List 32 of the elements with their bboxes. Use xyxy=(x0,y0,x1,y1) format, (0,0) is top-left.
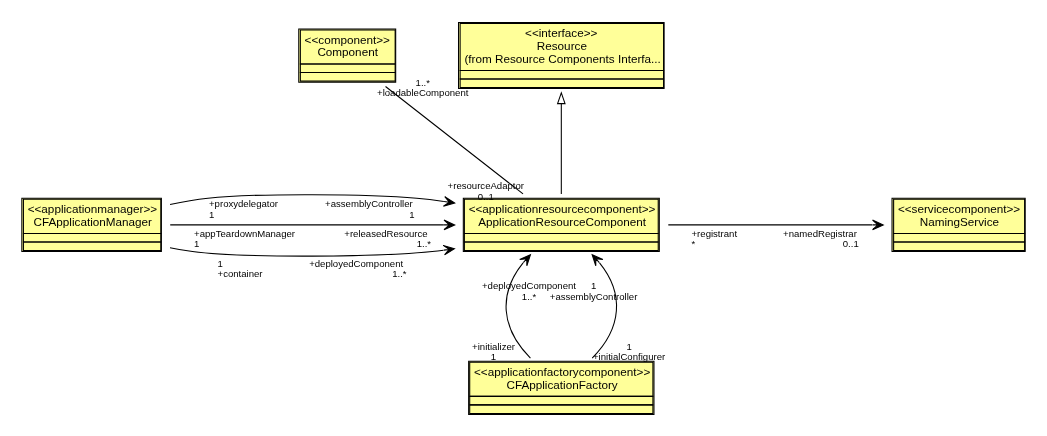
label: +deployedComponent xyxy=(309,257,404,269)
label: +assemblyController xyxy=(549,290,638,302)
label: +releasedResource xyxy=(344,227,428,239)
label: +namedRegistrar xyxy=(783,227,857,239)
label: +registrant xyxy=(691,227,738,239)
label: 1..* xyxy=(416,237,432,249)
arrow xyxy=(505,253,531,359)
connector xyxy=(385,85,524,194)
label: 1..* xyxy=(521,290,537,302)
arrow xyxy=(591,253,617,359)
label: 0..1 xyxy=(842,237,859,249)
label: +container xyxy=(217,267,263,279)
arrow xyxy=(169,219,456,230)
label: * xyxy=(691,237,696,249)
label: 1 xyxy=(209,208,215,220)
label: 1 xyxy=(626,340,632,352)
label: +initializer xyxy=(472,340,515,352)
label: 1 xyxy=(590,279,597,291)
label: 1..* xyxy=(415,75,430,87)
label: +proxydelegator xyxy=(209,197,278,209)
arrow xyxy=(169,193,456,207)
arrow xyxy=(667,219,884,230)
arrow xyxy=(556,90,566,194)
label: 1..* xyxy=(392,267,407,279)
label: +initialConfigurer xyxy=(593,350,666,362)
label: +appTeardownManager xyxy=(194,227,296,239)
label: 1 xyxy=(217,257,223,269)
label: +assemblyController xyxy=(325,197,413,209)
label: 1 xyxy=(194,237,200,249)
arrow xyxy=(169,244,455,257)
label: 1 xyxy=(490,350,497,362)
label: 1 xyxy=(409,208,415,220)
